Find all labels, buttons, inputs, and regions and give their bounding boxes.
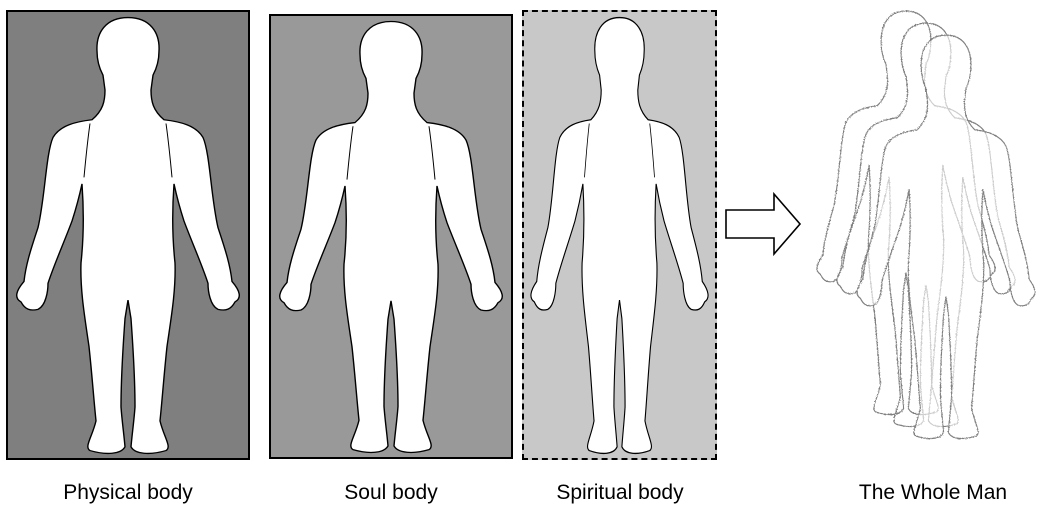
soul-body-panel [269,14,513,459]
spiritual-body-panel [522,10,717,460]
whole-man-label: The Whole Man [828,481,1038,505]
physical-body-label: Physical body [28,481,228,505]
right-arrow-icon [724,192,804,256]
human-silhouette-icon [524,12,715,458]
physical-layer-outline [857,35,1035,438]
spiritual-body-label: Spiritual body [520,481,720,505]
whole-man-figure [800,6,1036,461]
human-silhouette-icon [271,16,511,457]
soul-body-label: Soul body [291,481,491,505]
physical-body-panel [6,10,250,460]
human-silhouette-icon [8,12,248,458]
